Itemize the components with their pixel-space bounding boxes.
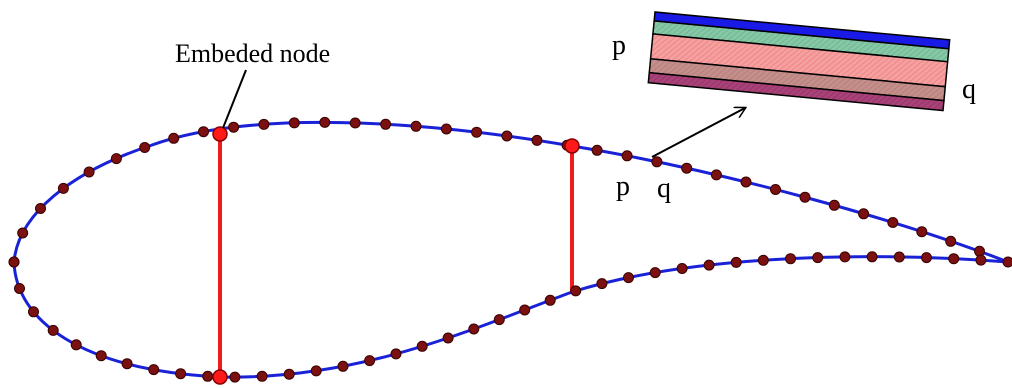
mesh-node	[121, 358, 133, 370]
mesh-node	[416, 340, 428, 352]
embedded-node-front-bottom	[212, 369, 228, 385]
arrow-icon	[651, 108, 745, 158]
mesh-node	[57, 182, 69, 194]
mesh-node	[757, 254, 769, 266]
mesh-node	[945, 235, 957, 247]
mesh-node	[229, 371, 241, 383]
mesh-node	[288, 117, 300, 129]
mesh-node	[83, 166, 95, 178]
mesh-node	[440, 123, 452, 135]
embedded-node-rear-top	[564, 138, 580, 154]
layer-5	[647, 71, 945, 112]
mesh-node	[858, 208, 870, 220]
mesh-node	[110, 153, 122, 165]
layer-p-label: p	[612, 30, 626, 61]
mesh-node	[570, 285, 582, 297]
mesh-node	[380, 118, 392, 130]
mesh-node	[442, 332, 454, 344]
mesh-nodes	[8, 116, 1012, 383]
mesh-node	[770, 184, 781, 195]
mesh-node	[175, 368, 187, 380]
embedded-node-label: Embeded node	[175, 39, 330, 68]
mesh-node	[649, 267, 661, 279]
mesh-node	[148, 364, 160, 376]
surface-p-label: p	[616, 171, 630, 202]
mesh-node	[337, 360, 349, 372]
mesh-node	[623, 272, 634, 284]
mesh-node	[493, 314, 505, 326]
mesh-node	[95, 350, 107, 362]
mesh-node	[202, 370, 214, 382]
layer-q-label: q	[962, 74, 976, 105]
mesh-node	[1002, 256, 1012, 268]
mesh-node	[839, 251, 851, 263]
mesh-node	[531, 134, 543, 146]
mesh-node	[651, 156, 663, 168]
mesh-node	[740, 176, 752, 188]
mesh-node	[319, 116, 331, 128]
mesh-node	[198, 126, 209, 138]
mesh-node	[519, 304, 531, 316]
mesh-node	[501, 130, 513, 142]
mesh-node	[866, 251, 878, 263]
mesh-node	[28, 306, 39, 318]
mesh-node	[948, 253, 960, 265]
mesh-node	[703, 259, 715, 271]
mesh-node	[410, 120, 422, 132]
laminate-layers-icon	[647, 11, 951, 112]
mesh-node	[975, 254, 987, 266]
airfoil-lower-surface	[12, 255, 1009, 379]
mesh-node	[916, 226, 928, 238]
mesh-node	[591, 144, 603, 156]
mesh-node	[468, 323, 480, 335]
mesh-node	[596, 278, 608, 290]
mesh-node	[921, 252, 932, 264]
mesh-node	[621, 150, 633, 162]
mesh-node	[887, 217, 899, 228]
mesh-node	[17, 227, 29, 239]
mesh-node	[14, 283, 25, 294]
mesh-node	[681, 162, 693, 174]
mesh-node	[310, 365, 322, 377]
mesh-node	[364, 355, 376, 367]
mesh-node	[828, 199, 840, 211]
surface-q-label: q	[657, 173, 671, 204]
mesh-node	[168, 132, 180, 144]
mesh-node	[283, 368, 295, 380]
mesh-node	[676, 263, 688, 274]
mesh-node	[349, 117, 361, 129]
mesh-node	[139, 142, 151, 153]
mesh-node	[730, 256, 742, 268]
mesh-node	[799, 191, 811, 203]
airfoil-upper-surface	[12, 120, 1009, 264]
mesh-node	[893, 251, 905, 263]
mesh-node	[70, 339, 82, 351]
mesh-node	[47, 324, 59, 336]
mesh-node	[35, 203, 46, 214]
mesh-node	[228, 121, 240, 133]
mesh-node	[256, 370, 268, 382]
mesh-node	[710, 169, 722, 181]
mesh-node	[785, 253, 796, 265]
mesh-node	[471, 126, 483, 138]
mesh-node	[390, 348, 402, 360]
mesh-node	[258, 118, 270, 130]
mesh-node	[812, 252, 824, 264]
mesh-node	[544, 294, 556, 306]
embedded-node-leader	[222, 69, 247, 129]
embedded-node-front-top	[212, 126, 228, 142]
mesh-node	[8, 256, 20, 268]
